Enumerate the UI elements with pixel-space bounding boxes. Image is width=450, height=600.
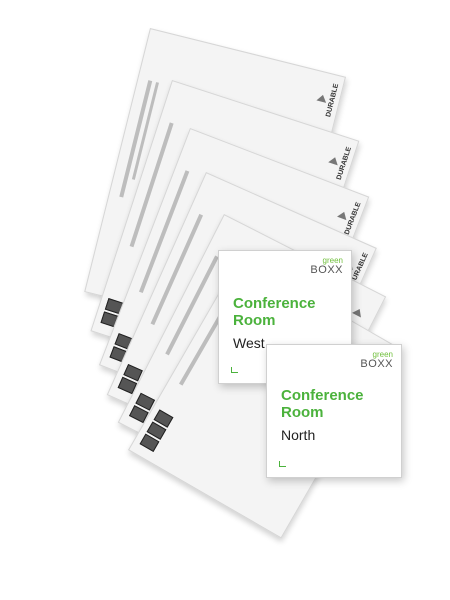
logo-boxx-text: BOXX: [360, 358, 393, 370]
card-room-name: West: [233, 335, 265, 351]
arrow-up-icon: [337, 210, 349, 221]
brand-label: DURABLE: [324, 82, 340, 118]
corner-mark-icon: [231, 367, 238, 373]
card-title: Conference Room: [281, 387, 364, 421]
card-title: Conference Room: [233, 295, 316, 329]
logo-green-text: green: [372, 350, 393, 359]
greenboxx-logo: green BOXX: [360, 351, 393, 370]
arrow-up-icon: [328, 155, 340, 166]
greenboxx-logo: green BOXX: [310, 257, 343, 276]
corner-mark-icon: [279, 461, 286, 467]
card-room-name: North: [281, 427, 316, 443]
logo-boxx-text: BOXX: [310, 264, 343, 276]
logo-green-text: green: [322, 256, 343, 265]
sign-card-north: green BOXX Conference Room North: [266, 344, 402, 478]
arrow-up-icon: [352, 306, 365, 318]
arrow-up-icon: [316, 93, 328, 103]
